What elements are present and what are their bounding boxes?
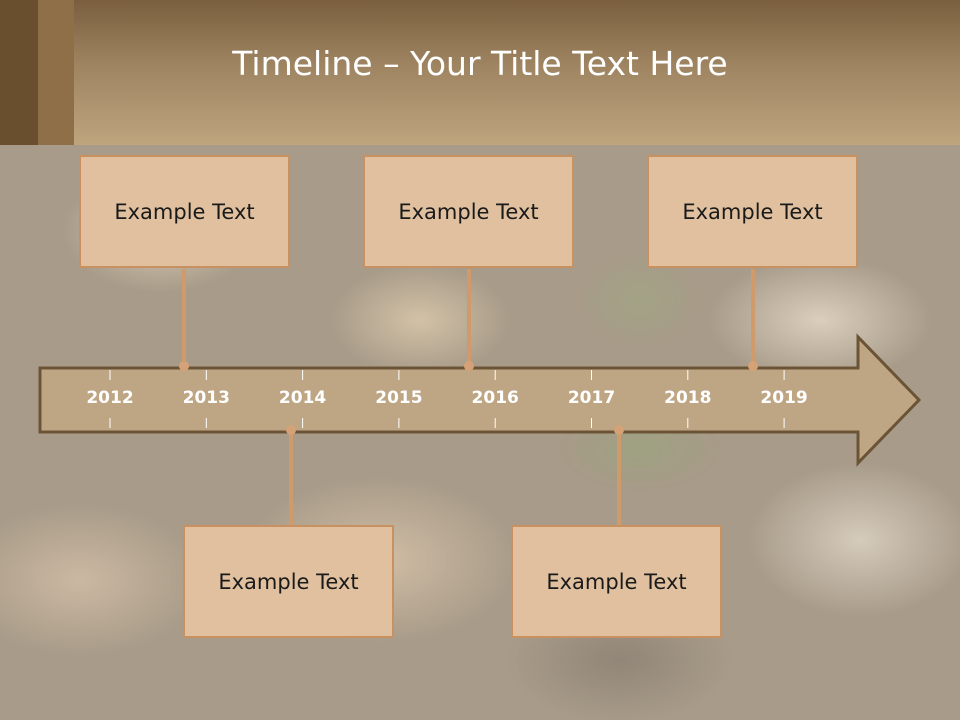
event-connector <box>751 269 755 365</box>
event-marker-dot <box>748 361 758 371</box>
event-box-label: Example Text <box>114 199 255 224</box>
event-connector <box>617 430 621 527</box>
year-label: 2018 <box>664 388 711 408</box>
event-connector <box>289 430 293 527</box>
event-box-label: Example Text <box>546 569 687 594</box>
year-label: 2014 <box>279 388 326 408</box>
event-connector <box>182 269 186 365</box>
event-box-label: Example Text <box>218 569 359 594</box>
event-box[interactable]: Example Text <box>511 525 722 638</box>
year-labels: 2012 2013 2014 2015 2016 2017 2018 2019 <box>86 388 807 408</box>
year-ticks <box>109 370 785 428</box>
timeline-arrow <box>38 333 922 467</box>
event-box[interactable]: Example Text <box>363 155 574 268</box>
year-label: 2012 <box>86 388 133 408</box>
year-label: 2015 <box>375 388 422 408</box>
event-connector <box>467 269 471 365</box>
event-marker-dot <box>614 425 624 435</box>
event-box-label: Example Text <box>682 199 823 224</box>
year-label: 2017 <box>568 388 615 408</box>
event-box[interactable]: Example Text <box>183 525 394 638</box>
event-box[interactable]: Example Text <box>79 155 290 268</box>
event-box[interactable]: Example Text <box>647 155 858 268</box>
header-band: Timeline – Your Title Text Here <box>0 0 960 145</box>
event-box-label: Example Text <box>398 199 539 224</box>
header-accent-dark <box>0 0 38 145</box>
year-label: 2013 <box>183 388 230 408</box>
event-marker-dot <box>286 425 296 435</box>
year-label: 2019 <box>760 388 807 408</box>
year-label: 2016 <box>472 388 519 408</box>
slide-title: Timeline – Your Title Text Here <box>232 44 728 83</box>
header-accent-light <box>38 0 74 145</box>
event-marker-dot <box>179 361 189 371</box>
event-marker-dot <box>464 361 474 371</box>
